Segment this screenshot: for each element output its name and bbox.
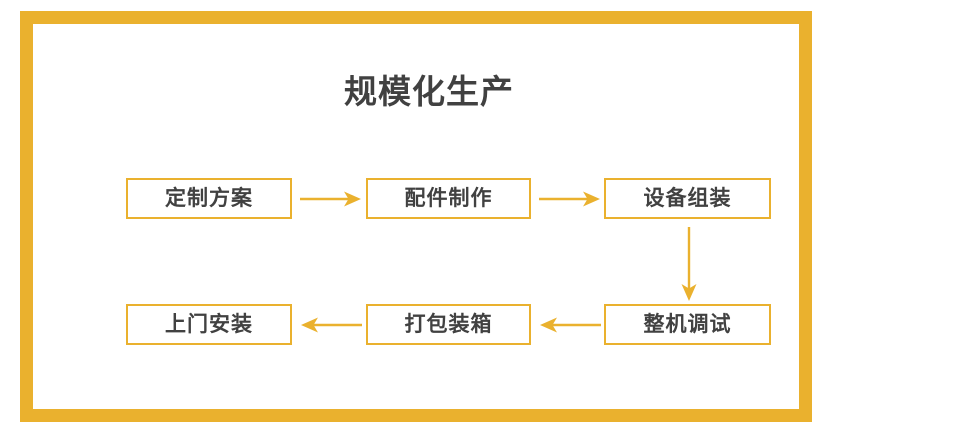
- flow-node-label: 上门安装: [165, 313, 253, 336]
- flow-node-onsite-installation[interactable]: 上门安装: [126, 304, 292, 345]
- outer-frame: 规模化生产 定制方案 配件制作 设备组装 整机调试 打包装箱 上门安装: [20, 11, 812, 422]
- arrow-right-icon: [539, 188, 601, 210]
- arrow-left-icon: [539, 314, 601, 336]
- flow-node-custom-plan[interactable]: 定制方案: [126, 178, 292, 219]
- arrow-left-icon: [300, 314, 362, 336]
- arrow-right-icon: [300, 188, 362, 210]
- flow-node-machine-debugging[interactable]: 整机调试: [604, 304, 771, 345]
- flow-node-label: 设备组装: [643, 187, 732, 210]
- flow-node-label: 配件制作: [404, 187, 493, 210]
- flow-node-label: 整机调试: [643, 313, 732, 336]
- flow-node-packing-crating[interactable]: 打包装箱: [366, 304, 531, 345]
- flow-node-equipment-assembly[interactable]: 设备组装: [604, 178, 771, 219]
- flow-node-parts-fabrication[interactable]: 配件制作: [366, 178, 531, 219]
- flow-node-label: 定制方案: [165, 187, 253, 210]
- flow-node-label: 打包装箱: [404, 313, 493, 336]
- arrow-down-icon: [678, 227, 700, 302]
- page-title: 规模化生产: [344, 73, 514, 110]
